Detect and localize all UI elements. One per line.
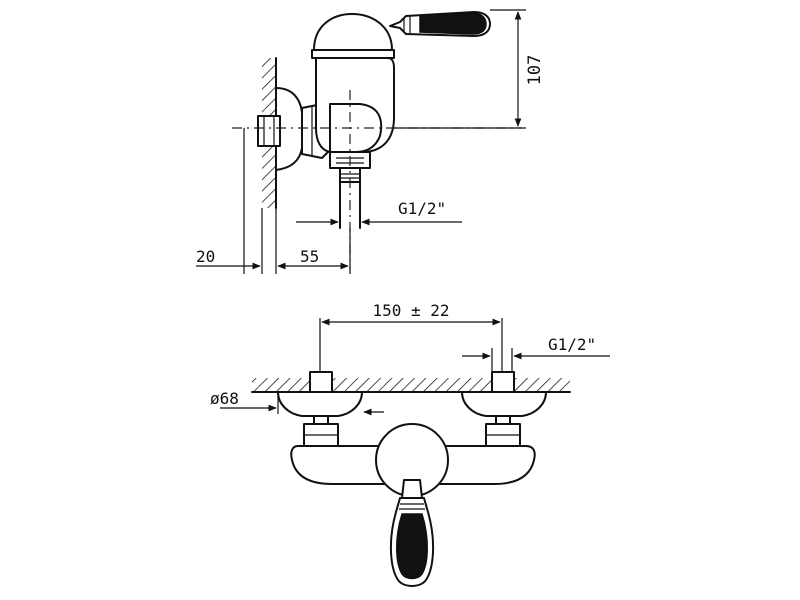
front-view: 150 ± 22 G1/2" ø68	[210, 301, 610, 587]
front-wall-hatch	[252, 378, 570, 392]
front-inlet-right	[491, 371, 515, 393]
side-view: 107 G1/2" 20 55	[196, 9, 545, 274]
side-cartridge-dome	[313, 13, 393, 51]
dim-20-label: 20	[196, 247, 215, 266]
front-inlet-left	[309, 371, 333, 393]
dim-68-label: ø68	[210, 389, 239, 408]
side-cartridge-ring	[311, 49, 395, 59]
side-lever-dark	[419, 12, 487, 35]
front-lever-dark	[396, 513, 428, 580]
front-thread-label: G1/2"	[548, 335, 596, 354]
side-inlet-nut	[257, 115, 281, 147]
front-rosette-right	[461, 391, 547, 417]
dim-150-label: 150 ± 22	[372, 301, 449, 320]
side-thread-label: G1/2"	[398, 199, 446, 218]
dim-107-label: 107	[525, 55, 545, 86]
front-lever-neck	[401, 479, 423, 499]
dim-55-label: 55	[300, 247, 319, 266]
front-rosette-left	[277, 391, 363, 417]
